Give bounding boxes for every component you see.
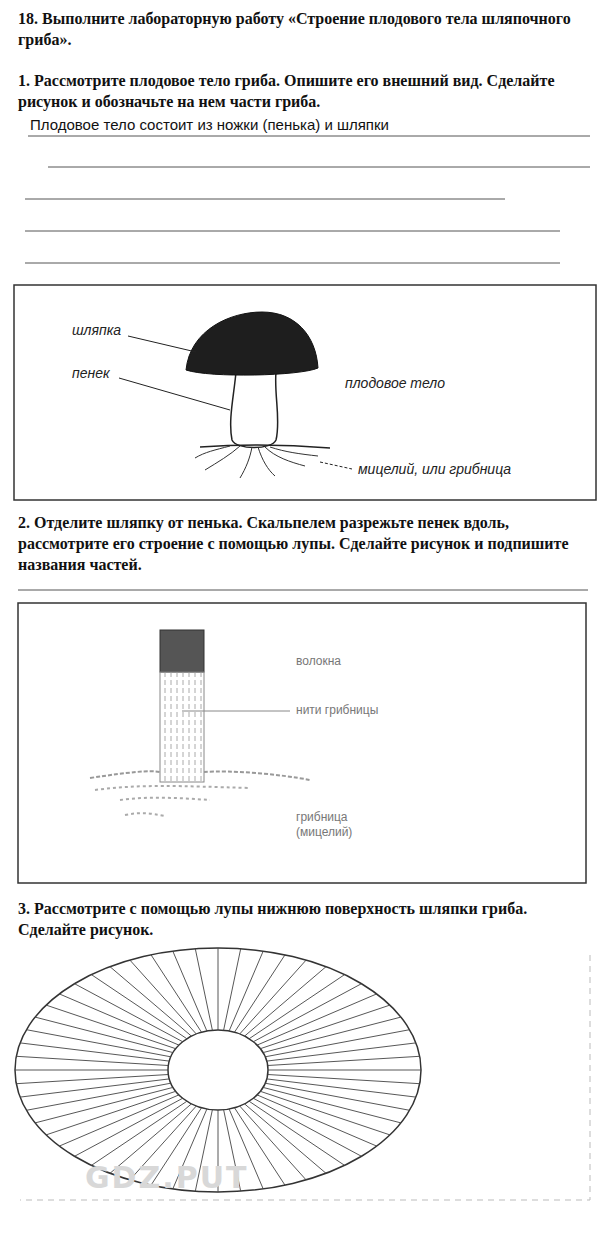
gill-line	[130, 960, 196, 1034]
gill-line	[110, 967, 191, 1036]
gill-line	[245, 1104, 326, 1173]
gill-line	[16, 1075, 168, 1084]
gill-line	[20, 1079, 169, 1097]
gill-line	[195, 949, 212, 1031]
answer-text: Плодовое тело состоит из ножки (пенька) …	[30, 116, 590, 133]
heading: 18. Выполните лабораторную работу «Строе…	[18, 8, 593, 50]
gill-line	[263, 1087, 401, 1123]
rule-line	[18, 590, 588, 591]
watermark: GDZ.PUT	[85, 1160, 249, 1195]
part-label: грибница (мицелий)	[294, 810, 393, 840]
figure-frame	[18, 603, 586, 883]
gill-line	[46, 1005, 176, 1049]
gill-line	[257, 994, 377, 1045]
frame-dashed	[20, 955, 590, 1200]
part-label: пенек	[70, 365, 112, 381]
gill-line	[224, 949, 241, 1031]
gill-line	[91, 1101, 186, 1165]
figure-frame	[14, 285, 596, 500]
task-text: 1. Рассмотрите плодовое тело гриба. Опиш…	[18, 70, 593, 112]
gill-line	[260, 1091, 390, 1135]
gill-line	[91, 975, 186, 1039]
mushroom-drawing	[119, 312, 352, 478]
gill-line	[249, 1101, 344, 1165]
stem-section-drawing	[90, 630, 310, 816]
gill-drawing	[15, 948, 421, 1192]
gill-line	[229, 951, 263, 1031]
gill-line	[173, 951, 207, 1031]
gill-line	[240, 1106, 306, 1180]
gill-line	[59, 994, 179, 1045]
gill-line	[15, 1070, 168, 1071]
task-text: 2. Отделите шляпку от пенька. Скальпелем…	[18, 512, 593, 575]
gill-line	[268, 1075, 420, 1084]
gill-line	[35, 1017, 173, 1053]
part-label: шляпка	[70, 322, 123, 338]
part-label: нити грибницы	[294, 703, 380, 718]
gill-line	[245, 967, 326, 1036]
part-label: плодовое тело	[343, 375, 447, 391]
gill-line	[249, 975, 344, 1039]
gill-line	[46, 1091, 176, 1135]
gill-line	[151, 955, 202, 1032]
answer-lines	[25, 136, 590, 263]
gill-line	[235, 955, 286, 1032]
gill-line	[16, 1056, 168, 1065]
gill-line	[260, 1005, 390, 1049]
gill-line	[218, 948, 219, 1030]
gill-line	[253, 1098, 361, 1156]
part-label: мицелий, или грибница	[356, 461, 513, 477]
task-text: 3. Рассмотрите с помощью лупы нижнюю пов…	[18, 898, 598, 940]
gill-line	[267, 1043, 416, 1061]
gill-line	[75, 984, 183, 1042]
gill-line	[257, 1095, 377, 1146]
part-label: волокна	[294, 654, 343, 669]
gill-line	[268, 1056, 420, 1065]
gill-line	[59, 1095, 179, 1146]
gill-line	[268, 1070, 421, 1071]
